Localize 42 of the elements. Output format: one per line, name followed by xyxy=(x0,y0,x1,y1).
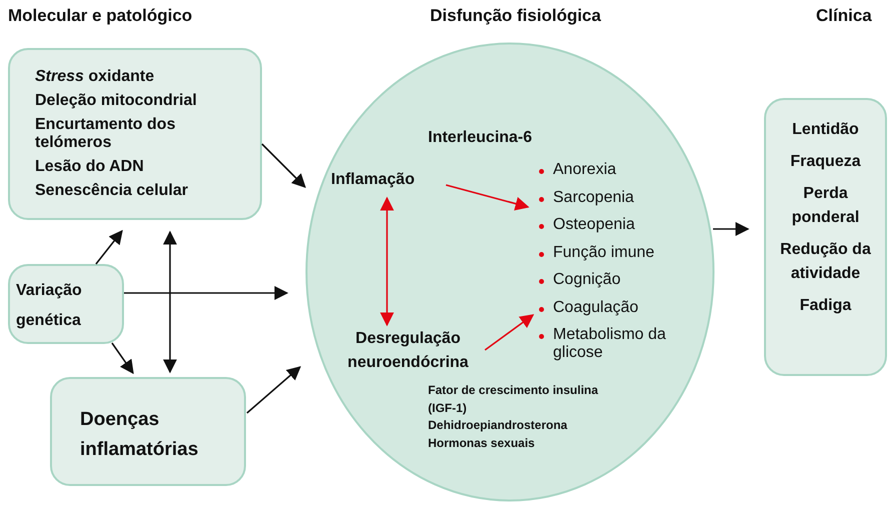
arrow xyxy=(713,222,750,236)
list-item: Perda ponderal xyxy=(790,184,860,228)
arrow xyxy=(380,196,394,326)
list-item: Cognição xyxy=(553,271,622,289)
arrow xyxy=(246,366,302,414)
list-item: Fadiga xyxy=(798,296,852,316)
list-item: Coagulação xyxy=(553,298,640,316)
list-item: Fraqueza xyxy=(789,152,862,172)
arrow xyxy=(484,314,534,351)
list-item: Sarcopenia xyxy=(553,188,635,206)
arrow xyxy=(163,230,177,374)
note-text: Hormonas sexuais xyxy=(428,434,536,452)
list-item: Deleção mitocondrial xyxy=(35,92,198,110)
arrow xyxy=(111,342,134,374)
arrow xyxy=(95,230,123,264)
list-item: Stress oxidante xyxy=(35,68,156,86)
arrow xyxy=(124,286,288,300)
list-item: Anorexia xyxy=(553,161,618,179)
node-label: Doenças inflamatórias xyxy=(80,408,200,462)
list-item: Redução da atividade xyxy=(779,240,872,284)
rounded-box xyxy=(8,264,124,344)
rounded-box xyxy=(8,48,262,220)
column-heading: Disfunção fisiológica xyxy=(430,6,601,26)
rounded-box xyxy=(764,98,887,376)
node-label: Desregulação neuroendócrina xyxy=(346,329,470,373)
list-item: Lentidão xyxy=(791,120,860,140)
note-text: Fator de crescimento insulina (IGF-1) xyxy=(428,382,600,416)
column-heading: Clínica xyxy=(816,6,872,26)
list-item: Metabolismo da glicose xyxy=(553,326,667,362)
column-heading: Molecular e patológico xyxy=(8,6,192,26)
list-item: Senescência celular xyxy=(35,182,189,200)
arrow xyxy=(446,184,530,210)
list-item: Lesão do ADN xyxy=(35,158,145,176)
rounded-box xyxy=(50,377,246,486)
list-item: Osteopenia xyxy=(553,216,636,234)
list-item: Encurtamento dos telómeros xyxy=(35,116,176,152)
arrow xyxy=(261,143,306,188)
node-label: Variação genética xyxy=(16,281,83,331)
note-text: Interleucina-6 xyxy=(428,128,534,148)
node-label: Inflamação xyxy=(331,170,416,190)
list-item: Função imune xyxy=(553,244,656,262)
note-text: Dehidroepiandrosterona xyxy=(428,417,568,434)
